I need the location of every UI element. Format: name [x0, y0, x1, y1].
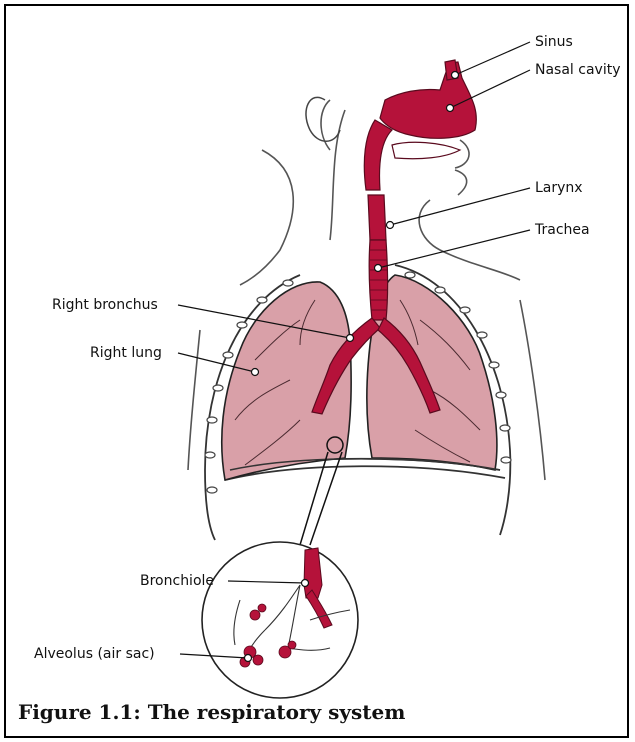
- label-right-bronchus: Right bronchus: [52, 297, 158, 313]
- label-trachea: Trachea: [535, 222, 590, 238]
- alveolus-inset: [202, 542, 358, 698]
- pharynx-shape: [364, 120, 392, 190]
- larynx-shape: [368, 195, 386, 240]
- label-larynx: Larynx: [535, 180, 583, 196]
- label-sinus: Sinus: [535, 34, 573, 50]
- figure-caption: Figure 1.1: The respiratory system: [18, 700, 405, 724]
- label-alveolus: Alveolus (air sac): [34, 646, 155, 662]
- mouth-shape: [392, 142, 460, 158]
- label-bronchiole: Bronchiole: [140, 573, 214, 589]
- label-right-lung: Right lung: [90, 345, 162, 361]
- nasal-cavity-shape: [380, 62, 476, 138]
- label-nasal-cavity: Nasal cavity: [535, 62, 621, 78]
